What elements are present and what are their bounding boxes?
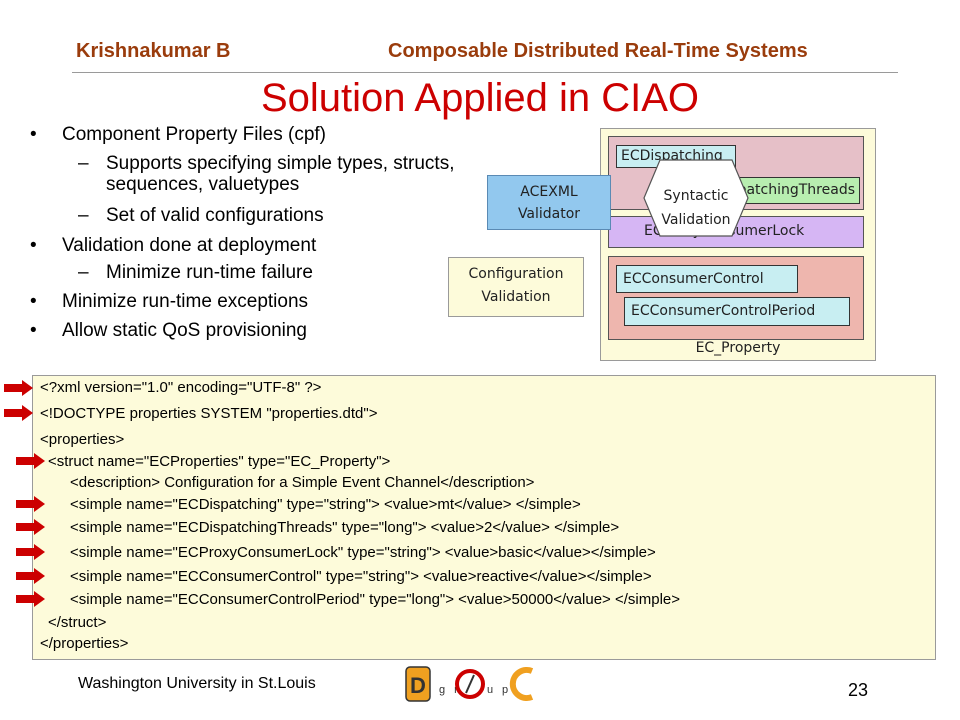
header-divider <box>72 72 898 73</box>
subbullet-marker: – <box>78 205 89 226</box>
acexml-validator-box: ACEXML Validator <box>487 175 611 230</box>
configuration-validation-box: Configuration Validation <box>448 257 584 317</box>
bullet-text: Validation done at deployment <box>62 235 317 256</box>
ec-property-label: EC_Property <box>695 340 781 356</box>
xml-line: <!DOCTYPE properties SYSTEM "properties.… <box>40 405 378 422</box>
syntactic-validation-label: Syntactic Validation <box>646 184 746 232</box>
arrow-icon <box>16 453 45 469</box>
bullet-marker: • <box>30 291 37 312</box>
syntactic-line1: Syntactic <box>663 188 729 204</box>
bullet-marker: • <box>30 235 37 256</box>
page-number: 23 <box>848 680 869 700</box>
ecconsumer-control-box: ECConsumerControl <box>616 265 798 293</box>
xml-line: <simple name="ECDispatchingThreads" type… <box>70 519 620 536</box>
svg-text:r: r <box>454 684 458 696</box>
xml-line: <struct name="ECProperties" type="EC_Pro… <box>48 453 391 470</box>
subbullet-text: Set of valid configurations <box>106 205 324 226</box>
subbullet-marker: – <box>78 153 89 174</box>
subbullet-text: Minimize run-time failure <box>106 262 313 283</box>
xml-line: <simple name="ECConsumerControlPeriod" t… <box>70 591 680 608</box>
svg-text:D: D <box>410 673 426 698</box>
arrow-icon <box>16 544 45 560</box>
bullet-validation: • Validation done at deployment <box>30 235 480 257</box>
slide-title: Solution Applied in CIAO <box>260 76 700 120</box>
arrow-icon <box>4 380 33 396</box>
xml-code-box <box>32 375 936 660</box>
bullet-qos: • Allow static QoS provisioning <box>30 320 480 342</box>
arrow-icon <box>4 405 33 421</box>
xml-line: </struct> <box>48 614 107 631</box>
svg-text:u: u <box>487 684 493 696</box>
subbullet-configurations: – Set of valid configurations <box>78 205 478 227</box>
bullet-text: Minimize run-time exceptions <box>62 291 309 312</box>
xml-line: <?xml version="1.0" encoding="UTF-8" ?> <box>40 379 322 396</box>
bullet-text: Component Property Files (cpf) <box>62 124 326 145</box>
footer-university: Washington University in St.Louis <box>78 675 316 692</box>
subbullet-marker: – <box>78 262 89 283</box>
arrow-icon <box>16 496 45 512</box>
svg-text:g: g <box>439 684 445 696</box>
bullet-marker: • <box>30 320 37 341</box>
subbullet-runtime-failure: – Minimize run-time failure <box>78 262 478 284</box>
xml-line: <properties> <box>40 431 125 448</box>
acexml-line1: ACEXML <box>520 184 578 200</box>
bullet-exceptions: • Minimize run-time exceptions <box>30 291 480 313</box>
bullet-text: Allow static QoS provisioning <box>62 320 307 341</box>
syntactic-validation-arrow <box>643 159 749 237</box>
xml-line: <description> Configuration for a Simple… <box>70 474 535 491</box>
arrow-icon <box>16 568 45 584</box>
subbullet-text: Supports specifying simple types, struct… <box>106 153 455 195</box>
xml-line: <simple name="ECDispatching" type="strin… <box>70 496 581 513</box>
arrow-icon <box>16 519 45 535</box>
header-course-title: Composable Distributed Real-Time Systems <box>388 40 808 62</box>
xml-line: <simple name="ECProxyConsumerLock" type=… <box>70 544 656 561</box>
syntactic-line2: Validation <box>661 212 731 228</box>
xml-line: <simple name="ECConsumerControl" type="s… <box>70 568 652 585</box>
ecconsumer-control-period-box: ECConsumerControlPeriod <box>624 297 850 326</box>
configuration-validation-line1: Configuration <box>468 266 564 282</box>
xml-line: </properties> <box>40 635 129 652</box>
header-author: Krishnakumar B <box>76 40 231 62</box>
configuration-validation-line2: Validation <box>481 289 551 305</box>
subbullet-types: – Supports specifying simple types, stru… <box>78 153 478 197</box>
doc-group-logo: D g r u p <box>405 666 534 702</box>
acexml-line2: Validator <box>517 206 581 222</box>
bullet-cpf: • Component Property Files (cpf) <box>30 124 480 146</box>
svg-text:p: p <box>502 684 508 696</box>
arrow-icon <box>16 591 45 607</box>
bullet-marker: • <box>30 124 37 145</box>
